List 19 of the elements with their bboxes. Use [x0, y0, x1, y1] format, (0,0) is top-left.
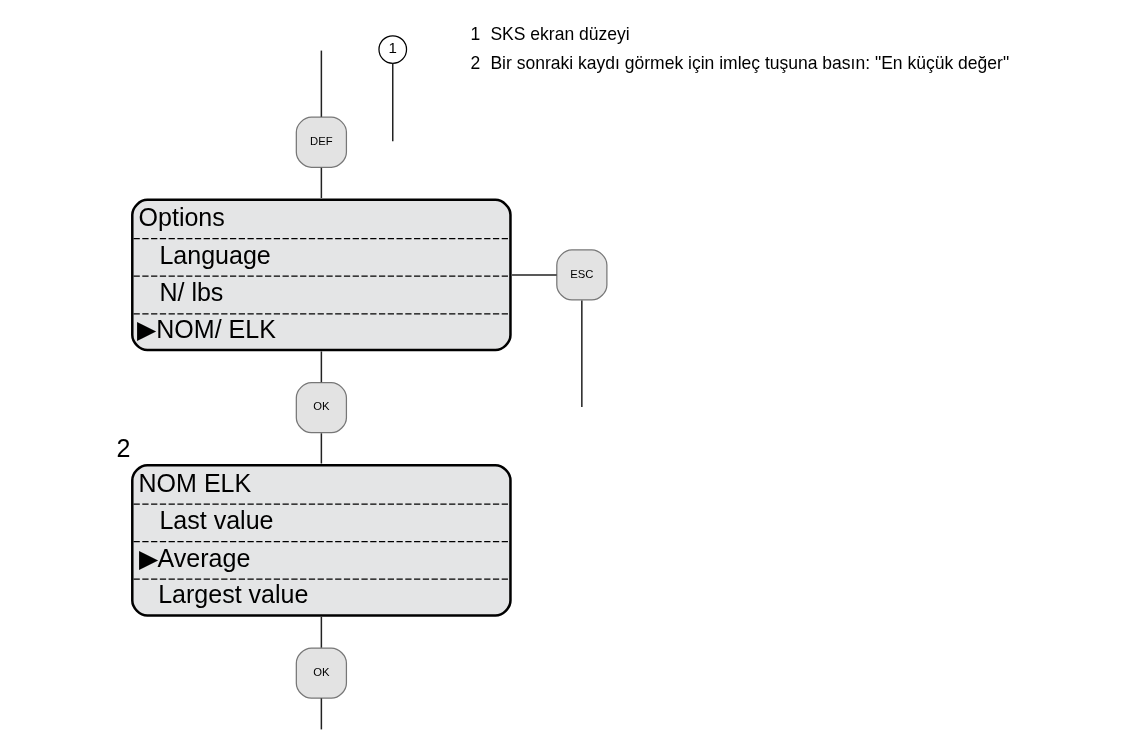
label: Bir sonraki kaydı görmek için imleç tuşuna basın: "En küçük değer"	[489, 52, 1009, 73]
node-label: 2	[116, 433, 130, 462]
node-circle: 1	[377, 35, 407, 64]
node-box: OK	[295, 382, 347, 434]
node-box: OK	[295, 647, 347, 699]
connector	[391, 62, 393, 143]
connector	[320, 432, 322, 465]
connector	[320, 697, 322, 731]
label: SKS ekran düzeyi	[489, 23, 630, 44]
connector	[320, 616, 322, 649]
connector	[580, 299, 583, 408]
connector	[320, 350, 322, 383]
node-box: ESC	[555, 249, 607, 301]
connector	[320, 49, 322, 118]
connector	[320, 167, 322, 199]
node-box: DEF	[295, 116, 347, 168]
label: 1	[469, 23, 480, 44]
connector	[510, 274, 557, 276]
label: 2	[469, 52, 480, 73]
